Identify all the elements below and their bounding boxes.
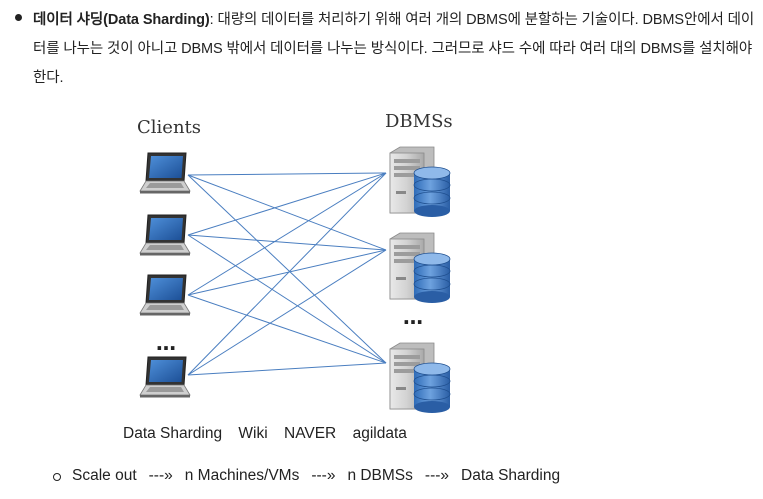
connection-lines <box>187 172 387 376</box>
definition-paragraph: 데이터 샤딩(Data Sharding): 대량의 데이터를 처리하기 위해 … <box>33 6 758 93</box>
caption-wiki: Wiki <box>238 425 268 442</box>
scale-out-label: Scale out <box>72 467 137 484</box>
caption-agildata: agildata <box>352 425 407 442</box>
database-cylinder-icon <box>413 252 451 303</box>
connection-line <box>187 249 387 296</box>
connection-line <box>187 174 387 364</box>
term-label: 데이터 샤딩(Data Sharding) <box>33 12 210 28</box>
database-server-icon <box>389 342 451 413</box>
connection-line <box>187 234 387 364</box>
database-server-icon <box>389 146 451 217</box>
clients-group <box>139 152 191 398</box>
connection-line <box>187 294 387 364</box>
connection-line <box>187 172 387 236</box>
connection-line <box>187 362 387 376</box>
dbms-ellipsis: … <box>403 305 423 329</box>
database-server-icon <box>389 232 451 303</box>
sharding-diagram-svg: Clients DBMSs … … <box>137 111 453 413</box>
laptop-icon <box>139 274 191 316</box>
dbms-label: DBMSs <box>385 111 453 132</box>
database-cylinder-icon <box>413 166 451 217</box>
laptop-icon <box>139 356 191 398</box>
database-cylinder-icon <box>413 362 451 413</box>
connection-line <box>187 174 387 251</box>
dbms-count-label: n DBMSs <box>347 467 413 484</box>
arrow-1: ---» <box>148 467 173 484</box>
data-sharding-label: Data Sharding <box>461 467 561 484</box>
caption-data-sharding: Data Sharding <box>123 425 223 442</box>
caption-naver: NAVER <box>284 425 337 442</box>
term-colon: : <box>209 12 214 28</box>
bullet-dot <box>15 14 22 21</box>
dbms-group <box>389 146 451 413</box>
laptop-icon <box>139 152 191 194</box>
connection-line <box>187 172 387 176</box>
hollow-bullet-icon <box>53 472 61 481</box>
machines-label: n Machines/VMs <box>184 467 300 484</box>
sharding-diagram: Clients DBMSs … … <box>118 105 478 450</box>
definition-text: 대량의 데이터를 처리하기 위해 여러 개의 DBMS에 분할하는 기술이다. … <box>33 12 755 86</box>
arrow-2: ---» <box>311 467 336 484</box>
connection-line <box>187 249 387 376</box>
connection-line <box>187 172 387 296</box>
laptop-icon <box>139 214 191 256</box>
connection-line <box>187 172 387 376</box>
caption-row: Data Sharding Wiki NAVER agildata <box>123 425 419 443</box>
scale-out-bullet: Scale out ---» n Machines/VMs ---» n DBM… <box>53 467 572 485</box>
clients-ellipsis: … <box>156 331 176 355</box>
connection-line <box>187 234 387 251</box>
arrow-3: ---» <box>424 467 450 484</box>
clients-label: Clients <box>137 117 201 138</box>
